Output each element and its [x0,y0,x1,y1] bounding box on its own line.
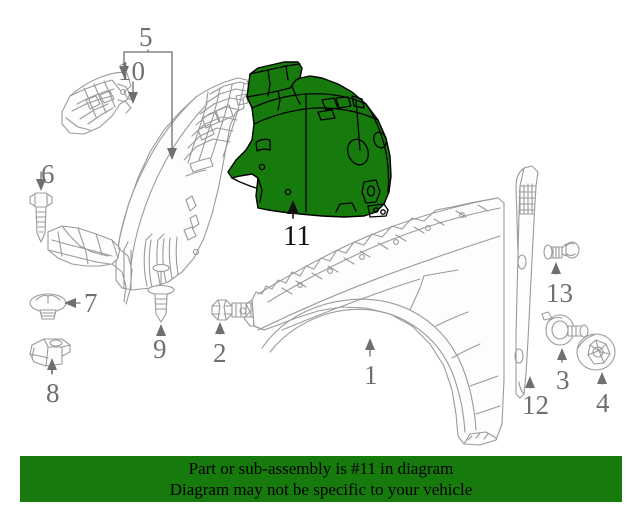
part-graphic-9 [147,263,175,323]
part-graphic-5 [115,77,251,291]
callout-label-1[interactable]: 1 [364,360,378,390]
leader-10 [128,81,138,104]
leader-3 [557,348,567,363]
notice-line-2: Diagram may not be specific to your vehi… [169,480,473,499]
callout-label-5[interactable]: 5 [139,22,153,52]
leader-5 [119,49,177,160]
leader-8 [47,358,57,375]
part-graphic-8 [29,338,71,367]
part-graphic-7 [29,293,67,320]
callout-label-13[interactable]: 13 [546,278,573,308]
leader-2 [215,322,225,335]
callout-label-11[interactable]: 11 [283,220,311,252]
part-graphic-11-highlighted [227,61,392,218]
part-graphic-6 [29,192,53,243]
leader-12 [525,376,535,389]
part-graphic-3 [541,311,589,346]
callout-label-6[interactable]: 6 [41,159,55,189]
part-graphic-support-bracket [47,225,133,305]
callout-label-10[interactable]: 10 [118,56,145,86]
leader-11 [287,200,299,219]
callout-label-4[interactable]: 4 [596,388,610,418]
leader-4 [597,372,607,385]
leader-13 [551,262,561,275]
callout-label-12[interactable]: 12 [522,390,549,420]
part-graphic-10 [61,71,134,135]
callout-label-8[interactable]: 8 [46,378,60,408]
leader-9 [156,324,166,336]
callout-label-2[interactable]: 2 [213,338,227,368]
leader-1 [365,338,375,357]
leader-7 [64,298,81,308]
part-graphic-1 [239,197,505,446]
notice-banner: Part or sub-assembly is #11 in diagram D… [20,456,622,502]
callout-label-3[interactable]: 3 [556,365,570,395]
callout-label-7[interactable]: 7 [84,288,98,318]
part-graphic-13 [543,241,580,260]
leader-6 [36,171,46,191]
notice-line-1: Part or sub-assembly is #11 in diagram [188,459,454,478]
part-graphic-12 [514,165,539,399]
callout-label-9[interactable]: 9 [153,334,167,364]
part-graphic-4 [576,333,616,371]
